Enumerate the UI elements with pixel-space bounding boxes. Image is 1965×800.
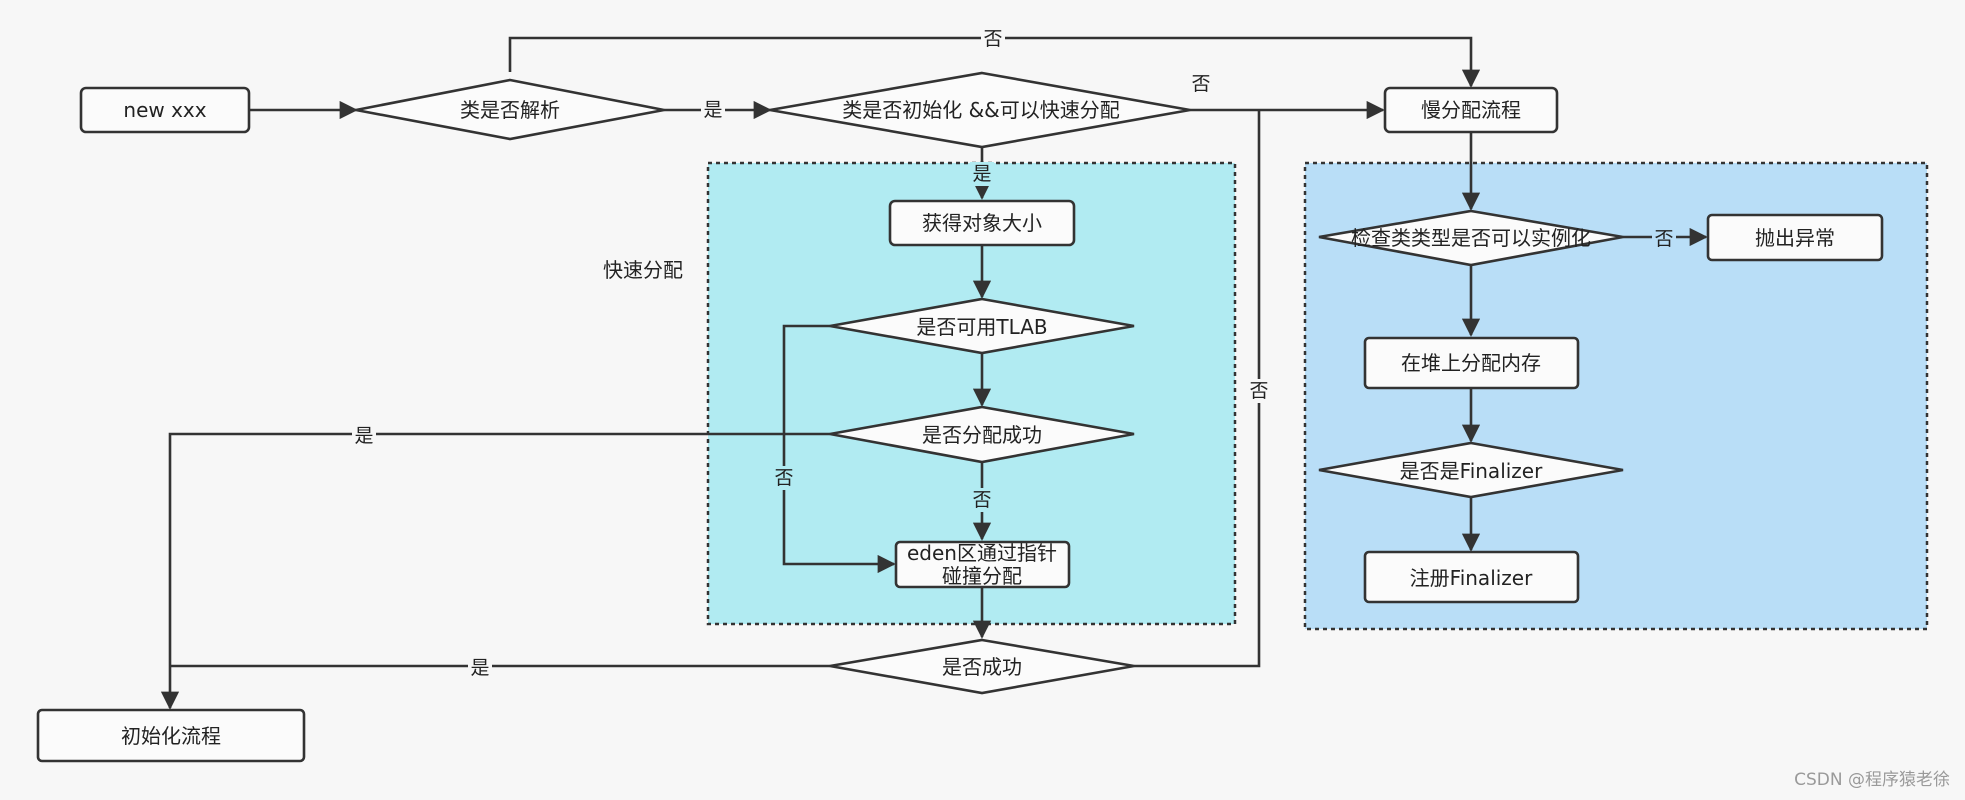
- edge-label-no-tlab: 否: [774, 467, 793, 489]
- tlab-decision-label: 是否可用TLAB: [916, 315, 1047, 339]
- edge-alloc-yes: [160, 432, 830, 710]
- edge-label-yes-resolved: 是: [703, 99, 722, 121]
- init-flow-node: [36, 708, 306, 763]
- eden-alloc-label-line1: eden区通过指针: [907, 541, 1057, 565]
- eden-alloc-label-line2: 碰撞分配: [942, 564, 1022, 588]
- edge-label-no-check: 否: [1654, 228, 1673, 250]
- alloc-ok-decision: [829, 405, 1135, 464]
- heap-alloc-node: [1363, 336, 1580, 390]
- edge-label-no-top: 否: [983, 28, 1002, 50]
- tlab-decision: [829, 297, 1135, 355]
- edge-label-no-alloc: 否: [972, 489, 991, 511]
- start-node-label: new xxx: [123, 98, 206, 122]
- resolved-decision-label: 类是否解析: [460, 98, 560, 122]
- alloc-ok-decision-label: 是否分配成功: [922, 423, 1042, 447]
- edge-label-no-success: 否: [1249, 380, 1268, 402]
- watermark: CSDN @程序猿老徐: [1794, 770, 1950, 790]
- edge-label-yes-init: 是: [972, 163, 991, 185]
- success-decision: [829, 638, 1135, 695]
- edge-tlab-no: [782, 324, 896, 574]
- register-finalizer-label: 注册Finalizer: [1410, 566, 1533, 590]
- throw-label: 抛出异常: [1755, 226, 1835, 250]
- eden-alloc-node: [894, 540, 1071, 589]
- finalizer-decision-label: 是否是Finalizer: [1400, 459, 1543, 483]
- edge-label-yes-success: 是: [470, 657, 489, 679]
- get-size-label: 获得对象大小: [922, 211, 1042, 235]
- throw-node: [1706, 213, 1884, 262]
- success-decision-label: 是否成功: [942, 655, 1022, 679]
- init-flow-label: 初始化流程: [121, 724, 221, 748]
- get-size-node: [888, 199, 1076, 247]
- init-fast-decision-label: 类是否初始化 &&可以快速分配: [842, 98, 1120, 122]
- register-finalizer-node: [1363, 550, 1580, 604]
- heap-alloc-label: 在堆上分配内存: [1401, 351, 1541, 375]
- start-node: [79, 86, 251, 134]
- edge-label-no-init: 否: [1191, 73, 1210, 95]
- slow-flow-node: [1383, 86, 1559, 134]
- init-fast-decision: [769, 71, 1191, 149]
- edge-label-yes-alloc: 是: [354, 425, 373, 447]
- resolved-decision: [355, 78, 665, 141]
- slow-flow-label: 慢分配流程: [1421, 98, 1521, 122]
- finalizer-decision: [1318, 441, 1624, 499]
- instantiable-decision-label: 检查类类型是否可以实例化: [1351, 226, 1591, 250]
- fast-alloc-group-label: 快速分配: [603, 258, 683, 282]
- instantiable-decision: [1318, 209, 1624, 267]
- edge-success-no: [1134, 110, 1261, 668]
